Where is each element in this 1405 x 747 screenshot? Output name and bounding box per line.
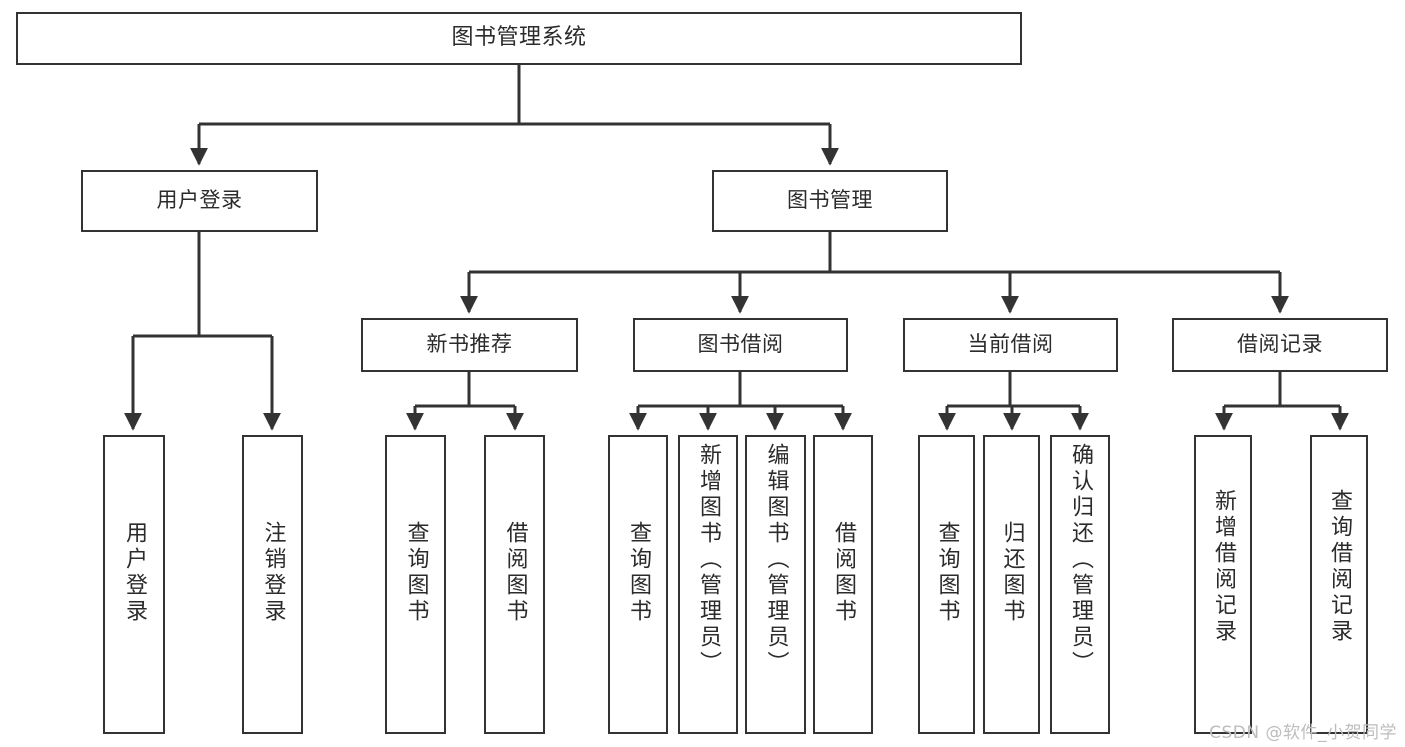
node-new-book-recommend[interactable]: 新书推荐 xyxy=(361,318,578,372)
node-label: 图书管理系统 xyxy=(451,25,587,51)
node-label: 查询图书 xyxy=(934,521,960,625)
node-label: 新增借阅记录 xyxy=(1211,489,1236,645)
node-label: 当前借阅 xyxy=(967,332,1054,357)
node-label: 新书推荐 xyxy=(426,332,513,357)
node-label: 借阅图书 xyxy=(831,521,856,625)
node-label: 确认归还（管理员） xyxy=(1068,443,1093,677)
leaf-book-borrow-borrow-book[interactable]: 借阅图书 xyxy=(813,435,873,734)
node-label: 归还图书 xyxy=(999,521,1025,625)
node-label: 用户登录 xyxy=(156,188,243,213)
node-current-borrow[interactable]: 当前借阅 xyxy=(903,318,1118,372)
node-label: 查询图书 xyxy=(403,521,429,625)
leaf-current-borrow-confirm-return-admin[interactable]: 确认归还（管理员） xyxy=(1050,435,1110,734)
node-label: 图书借阅 xyxy=(697,332,784,357)
node-label: 借阅记录 xyxy=(1237,332,1323,357)
leaf-new-book-borrow-book[interactable]: 借阅图书 xyxy=(484,435,545,734)
node-book-management[interactable]: 图书管理 xyxy=(712,170,948,232)
node-label: 图书管理 xyxy=(787,188,873,213)
leaf-book-borrow-query-book[interactable]: 查询图书 xyxy=(608,435,668,734)
node-label: 查询借阅记录 xyxy=(1327,489,1352,645)
leaf-user-login-login[interactable]: 用户登录 xyxy=(103,435,165,734)
node-book-borrow[interactable]: 图书借阅 xyxy=(633,318,848,372)
node-label: 用户登录 xyxy=(122,521,147,625)
leaf-current-borrow-return-book[interactable]: 归还图书 xyxy=(983,435,1040,734)
node-user-login[interactable]: 用户登录 xyxy=(81,170,318,232)
leaf-book-borrow-edit-book-admin[interactable]: 编辑图书（管理员） xyxy=(745,435,806,734)
node-root-book-management-system[interactable]: 图书管理系统 xyxy=(16,12,1022,65)
leaf-book-borrow-add-book-admin[interactable]: 新增图书（管理员） xyxy=(678,435,738,734)
leaf-new-book-query-book[interactable]: 查询图书 xyxy=(385,435,446,734)
node-label: 注销登录 xyxy=(260,521,286,625)
leaf-current-borrow-query-book[interactable]: 查询图书 xyxy=(918,435,975,734)
leaf-user-login-logout[interactable]: 注销登录 xyxy=(242,435,303,734)
node-borrow-record[interactable]: 借阅记录 xyxy=(1172,318,1388,372)
leaf-borrow-record-add-record[interactable]: 新增借阅记录 xyxy=(1194,435,1252,734)
node-label: 编辑图书（管理员） xyxy=(763,443,789,677)
leaf-borrow-record-query-record[interactable]: 查询借阅记录 xyxy=(1310,435,1368,734)
node-label: 借阅图书 xyxy=(502,521,528,625)
node-label: 新增图书（管理员） xyxy=(696,443,721,677)
node-label: 查询图书 xyxy=(626,521,651,625)
